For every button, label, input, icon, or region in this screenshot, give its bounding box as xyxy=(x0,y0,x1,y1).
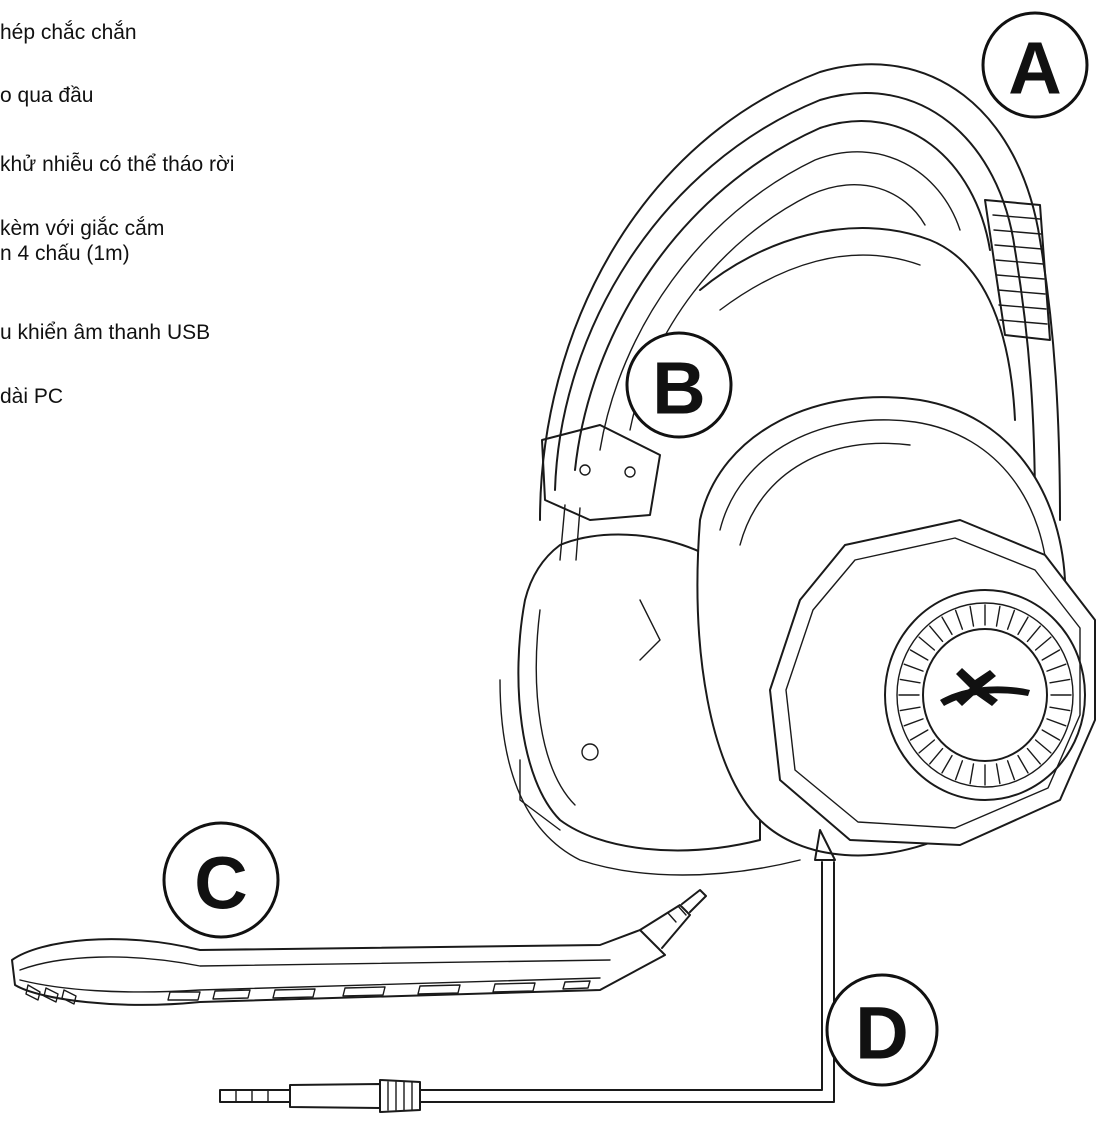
callout-d: D xyxy=(825,973,939,1087)
grille-slot xyxy=(899,706,921,712)
grille-slot xyxy=(903,663,924,672)
grille-slot xyxy=(909,649,929,661)
microphone-boom xyxy=(11,889,707,1006)
grille-slot xyxy=(1049,678,1071,684)
grille-slot xyxy=(1034,739,1052,754)
grille-slot xyxy=(1017,616,1029,636)
grille-slot xyxy=(929,747,944,765)
grille-slot xyxy=(1026,747,1042,765)
grille-slot xyxy=(899,678,921,684)
grille-slot xyxy=(1041,649,1061,661)
cable xyxy=(219,861,835,1113)
grille-slot xyxy=(1041,729,1061,741)
feature-item-b-line-1: o qua đầu xyxy=(0,84,94,107)
ear-cup-left xyxy=(499,533,801,876)
callout-d-letter: D xyxy=(855,992,908,1075)
feature-item-c: khử nhiễu có thể tháo rời xyxy=(0,152,234,177)
callout-b-letter: B xyxy=(652,347,705,430)
grille-slot xyxy=(941,616,953,636)
grille-slot xyxy=(1049,706,1071,712)
grille-slot xyxy=(954,609,964,630)
feature-item-a: hép chắc chắn xyxy=(0,20,137,45)
headband-slider-ridges xyxy=(992,214,1048,325)
grille-slot xyxy=(918,739,936,754)
callout-a: A xyxy=(981,11,1089,119)
grille-slot xyxy=(1006,760,1016,781)
grille-slot xyxy=(909,729,929,741)
feature-item-a-line-1: hép chắc chắn xyxy=(0,21,137,44)
feature-item-d-line-2: n 4 chấu (1m) xyxy=(0,242,130,265)
feature-item-d: kèm với giắc cắm n 4 chấu (1m) xyxy=(0,216,164,266)
grille-slot xyxy=(995,605,1001,627)
grille-slot xyxy=(918,636,936,651)
grille-slot xyxy=(1026,625,1042,643)
callout-c-letter: C xyxy=(194,842,247,925)
grille-slot xyxy=(941,754,953,774)
grille-slot xyxy=(969,763,975,785)
feature-item-e: u khiển âm thanh USB xyxy=(0,320,210,345)
grille-slots xyxy=(898,604,1072,786)
grille-slot xyxy=(969,605,975,627)
ear-cup-right xyxy=(696,396,1096,861)
grille-slot xyxy=(995,763,1001,785)
feature-list: hép chắc chắn o qua đầu khử nhiễu có thể… xyxy=(0,0,560,440)
feature-item-e-line-1: u khiển âm thanh USB xyxy=(0,321,211,344)
grille-slot xyxy=(1046,718,1067,727)
grille-slot xyxy=(1017,754,1029,774)
callout-b: B xyxy=(625,331,733,439)
grille-slot xyxy=(903,718,924,727)
callout-c: C xyxy=(162,821,280,939)
headband xyxy=(539,63,1061,561)
feature-item-d-line-1: kèm với giắc cắm xyxy=(0,217,165,240)
grille-slot xyxy=(1046,663,1067,672)
grille-slot xyxy=(1034,636,1052,651)
callout-a-letter: A xyxy=(1008,27,1061,110)
feature-item-b: o qua đầu xyxy=(0,83,93,108)
mic-slots xyxy=(25,980,591,1005)
plug-ridges xyxy=(387,1081,413,1111)
feature-item-f-line-1: dài PC xyxy=(0,385,64,408)
grille-slot xyxy=(1006,609,1016,630)
hyperx-logo-icon xyxy=(940,668,1030,706)
grille-slot xyxy=(929,625,944,643)
feature-item-f: dài PC xyxy=(0,384,63,409)
grille-slot xyxy=(954,760,964,781)
feature-item-c-line-1: khử nhiễu có thể tháo rời xyxy=(0,153,235,176)
